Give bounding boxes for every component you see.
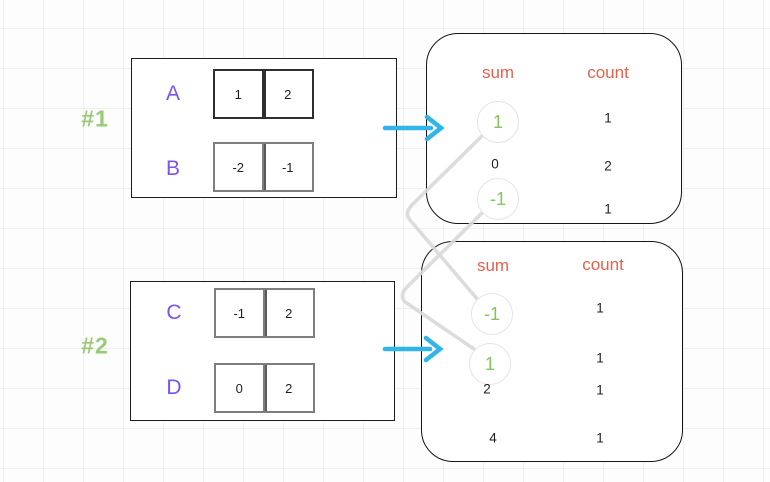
table-1-count: 1 <box>604 201 612 217</box>
table-2-count: 1 <box>596 430 604 446</box>
table-1-sum-highlight: 1 <box>477 101 519 143</box>
table-1-sum-highlight: -1 <box>477 178 519 220</box>
table-1-sum: 0 <box>491 156 499 172</box>
array-b-cell-0: -2 <box>213 142 264 192</box>
table-2-sum: 4 <box>489 430 497 446</box>
table-1-count-header: count <box>587 63 629 82</box>
array-b-cell-1: -1 <box>263 142 314 192</box>
array-a-cell-0: 1 <box>213 69 264 119</box>
group-2-id: #2 <box>81 332 109 359</box>
group-2-box: C -1 2 D 0 2 <box>130 281 395 421</box>
array-d-label: D <box>166 376 182 399</box>
array-c-label: C <box>166 301 182 324</box>
table-2-count: 1 <box>596 300 604 316</box>
array-b-cells: -2 -1 <box>213 142 314 192</box>
group-1-id: #1 <box>81 105 109 132</box>
table-2-sum: 2 <box>483 381 491 397</box>
table-2-sum-header: sum <box>476 256 510 275</box>
array-b-label: B <box>165 157 181 180</box>
array-a-cells: 1 2 <box>213 69 314 119</box>
table-2-sum-highlight: 1 <box>469 343 511 385</box>
table-2-count: 1 <box>596 382 604 398</box>
table-1-sum-header: sum <box>481 63 515 82</box>
array-d-cell-0: 0 <box>214 363 265 413</box>
group-1-box: A 1 2 B -2 -1 <box>131 58 397 198</box>
array-a-label: A <box>165 82 181 105</box>
table-2-count: 1 <box>596 350 604 366</box>
table-2-count-header: count <box>582 255 624 274</box>
array-d-cell-1: 2 <box>264 363 315 413</box>
table-2-sum-highlight: -1 <box>471 293 513 335</box>
sum-table-1-box: sum count 1 1 0 2 -1 1 <box>426 33 682 224</box>
array-c-cells: -1 2 <box>214 288 315 338</box>
sum-table-2-box: sum count -1 1 1 1 2 1 4 1 <box>421 241 683 462</box>
table-1-count: 2 <box>604 158 612 174</box>
array-a-cell-1: 2 <box>263 69 314 119</box>
array-c-cell-0: -1 <box>214 288 265 338</box>
array-c-cell-1: 2 <box>264 288 315 338</box>
array-d-cells: 0 2 <box>214 363 315 413</box>
table-1-count: 1 <box>604 110 612 126</box>
